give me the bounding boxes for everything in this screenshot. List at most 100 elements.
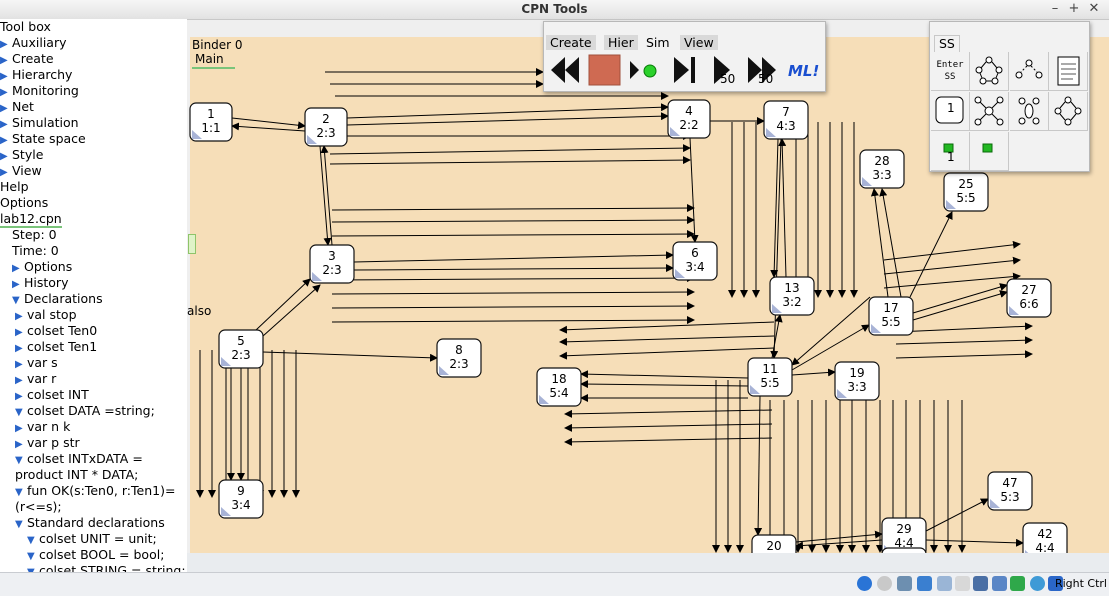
toolbox-item[interactable]: ▼Declarations <box>12 291 103 307</box>
expanded-triangle-icon[interactable]: ▼ <box>27 535 35 546</box>
network-icon[interactable] <box>917 576 932 591</box>
step-button[interactable] <box>666 52 703 88</box>
toolbox-item[interactable]: ▶Auxiliary <box>0 35 67 51</box>
save-report-button[interactable] <box>1049 52 1088 91</box>
collapsed-triangle-icon[interactable]: ▶ <box>0 151 8 162</box>
collapsed-triangle-icon[interactable]: ▶ <box>15 343 23 354</box>
graph-arc[interactable] <box>346 112 669 126</box>
toolbox-item[interactable]: ▼colset STRING = string; <box>27 563 186 572</box>
graph-arc[interactable] <box>564 437 773 446</box>
horizontal-scroll-area[interactable] <box>187 553 1109 572</box>
rewind-button[interactable] <box>547 52 584 88</box>
toolbox-item[interactable]: ▼fun OK(s:Ten0, r:Ten1)= <box>15 483 175 499</box>
state-node-box[interactable] <box>304 107 348 147</box>
state-node[interactable]: 42:2 <box>667 99 711 139</box>
toolbox-item[interactable]: ▼colset INTxDATA = <box>15 451 143 467</box>
graph-arc[interactable] <box>346 103 669 119</box>
graph-arc[interactable] <box>883 256 1021 275</box>
state-node-box[interactable] <box>834 361 880 401</box>
state-node[interactable]: 193:3 <box>834 361 880 401</box>
video-capture-icon[interactable] <box>992 576 1007 591</box>
state-node-box[interactable] <box>763 100 809 140</box>
toolbox-item[interactable]: ▶State space <box>0 131 86 147</box>
graph-arc[interactable] <box>770 138 779 278</box>
graph-arc[interactable] <box>231 117 306 130</box>
graph-arc[interactable] <box>564 423 773 432</box>
collapsed-triangle-icon[interactable]: ▶ <box>12 263 20 274</box>
state-node[interactable]: 82:3 <box>436 338 482 378</box>
graph-arc[interactable] <box>353 264 674 273</box>
maximize-button[interactable]: + <box>1068 1 1080 16</box>
tab-sim[interactable]: Sim <box>642 35 674 50</box>
expanded-triangle-icon[interactable]: ▼ <box>15 455 23 466</box>
collapsed-triangle-icon[interactable]: ▶ <box>0 55 8 66</box>
state-node[interactable]: 255:5 <box>943 172 989 212</box>
graph-arc[interactable] <box>791 324 870 371</box>
toolbox-item[interactable]: Step: 0 <box>12 227 57 243</box>
collapsed-triangle-icon[interactable]: ▶ <box>12 279 20 290</box>
toolbox-item[interactable]: ▶colset Ten1 <box>15 339 97 355</box>
collapsed-triangle-icon[interactable]: ▶ <box>0 71 8 82</box>
toolbox-item[interactable]: ▶Hierarchy <box>0 67 72 83</box>
state-node-box[interactable] <box>1006 278 1052 318</box>
state-node[interactable]: 22:3 <box>304 107 348 147</box>
state-node[interactable]: 63:4 <box>672 241 718 281</box>
toolbox-item[interactable]: ▼colset UNIT = unit; <box>27 531 157 547</box>
collapsed-triangle-icon[interactable]: ▶ <box>0 167 8 178</box>
toolbox-item[interactable]: Time: 0 <box>12 243 59 259</box>
collapsed-triangle-icon[interactable]: ▶ <box>15 439 23 450</box>
graph-arc[interactable] <box>883 272 1021 289</box>
graph-arc[interactable] <box>564 409 773 418</box>
tab-view[interactable]: View <box>680 35 718 50</box>
graph-arc[interactable] <box>791 368 836 377</box>
toolbox-item[interactable]: ▶colset INT <box>15 387 89 403</box>
graph-arc[interactable] <box>870 188 889 298</box>
graph-arc[interactable] <box>925 498 989 532</box>
tab-ss[interactable]: SS <box>934 35 960 52</box>
graph-arc[interactable] <box>883 240 1021 261</box>
fast-forward-button[interactable]: 50 <box>744 52 781 88</box>
mouse-integration-icon[interactable] <box>1030 576 1045 591</box>
shared-folders-icon[interactable] <box>955 576 970 591</box>
toolbox-item[interactable]: ▼colset BOOL = bool; <box>27 547 164 563</box>
evaluate-ml-button[interactable] <box>970 132 1009 171</box>
graph-arc[interactable] <box>912 290 1008 321</box>
graph-arc[interactable] <box>262 284 321 337</box>
toolbox-item[interactable]: ▶Options <box>12 259 72 275</box>
state-node-box[interactable] <box>667 99 711 139</box>
state-node-box[interactable] <box>769 276 815 316</box>
state-node-box[interactable] <box>436 338 482 378</box>
graph-arc[interactable] <box>580 370 749 379</box>
collapsed-triangle-icon[interactable]: ▶ <box>15 423 23 434</box>
graph-arc[interactable] <box>320 145 333 246</box>
graph-arc[interactable] <box>895 322 1033 333</box>
state-node[interactable]: 32:3 <box>309 244 355 284</box>
graph-arc[interactable] <box>895 350 1033 359</box>
toolbox-item[interactable]: ▶var n k <box>15 419 70 435</box>
graph-arc[interactable] <box>329 156 691 165</box>
expanded-triangle-icon[interactable]: ▼ <box>27 551 35 562</box>
graph-arc[interactable] <box>331 216 695 225</box>
state-node[interactable]: 185:4 <box>536 367 582 407</box>
collapsed-triangle-icon[interactable]: ▶ <box>15 311 23 322</box>
expanded-triangle-icon[interactable]: ▼ <box>15 487 23 498</box>
toolbox-item[interactable]: ▶Style <box>0 147 43 163</box>
play-once-button[interactable] <box>626 52 663 88</box>
audio-icon[interactable] <box>897 576 912 591</box>
state-node[interactable]: 52:3 <box>218 329 264 369</box>
graph-arc[interactable] <box>331 274 695 283</box>
graph-arc[interactable] <box>331 302 695 311</box>
cpu-icon[interactable] <box>1010 576 1025 591</box>
toolbox-item[interactable]: ▼Standard declarations <box>15 515 165 531</box>
graph-arc[interactable] <box>329 144 691 155</box>
graph-arc[interactable] <box>231 122 306 132</box>
calc-scc-button[interactable] <box>1010 52 1049 91</box>
toolbox-item[interactable]: ▶var s <box>15 355 58 371</box>
play-50-button[interactable]: 50 <box>705 52 742 88</box>
state-node[interactable]: 133:2 <box>769 276 815 316</box>
collapsed-triangle-icon[interactable]: ▶ <box>0 39 8 50</box>
collapsed-triangle-icon[interactable]: ▶ <box>0 87 8 98</box>
state-node-box[interactable] <box>309 244 355 284</box>
toolbox-item[interactable]: (r<=s); <box>15 499 62 515</box>
graph-arc[interactable] <box>580 380 749 389</box>
